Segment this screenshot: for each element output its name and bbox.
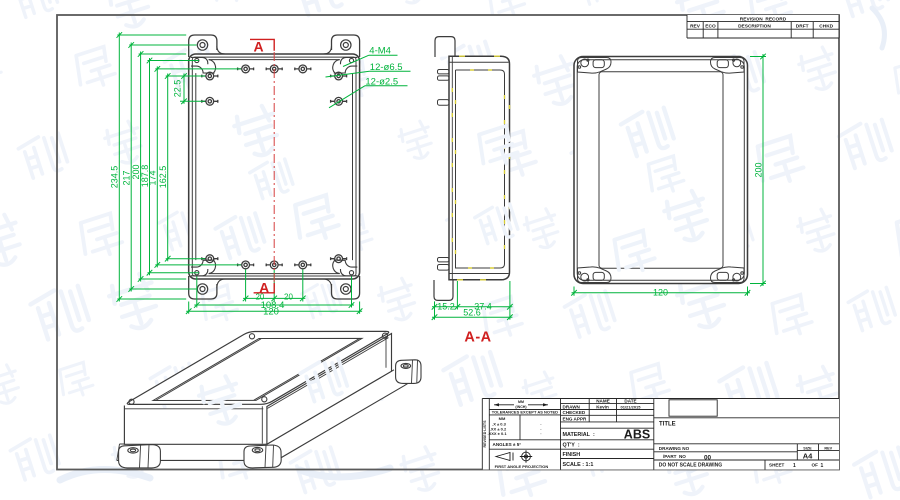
svg-text:(INCH): (INCH) [515,405,527,409]
svg-text:234.5: 234.5 [110,166,120,189]
svg-text:20: 20 [255,293,264,302]
svg-text:/PART NO: /PART NO [663,454,686,459]
svg-text:1: 1 [821,463,824,469]
svg-text:120: 120 [263,306,279,317]
svg-text:·: · [540,431,541,436]
svg-text:TOLERANCES EXCEPT AS NOTED: TOLERANCES EXCEPT AS NOTED [492,410,558,415]
svg-text:200: 200 [131,164,141,179]
svg-text:TITLE: TITLE [659,422,676,428]
svg-text:FIRST ANGLE PROJECTION: FIRST ANGLE PROJECTION [495,464,549,469]
svg-text:37.4: 37.4 [474,301,492,311]
svg-text:CHECKED: CHECKED [563,410,586,415]
svg-text:A4: A4 [803,452,813,461]
svg-text:108.4: 108.4 [261,300,285,311]
svg-text:FINISH: FINISH [563,452,581,458]
svg-text:·: · [540,422,541,427]
svg-text:DO NOT SCALE DRAWING: DO NOT SCALE DRAWING [659,463,722,469]
svg-text:QT'Y :: QT'Y : [563,442,580,448]
svg-text:ANGLES ± 5°: ANGLES ± 5° [493,442,522,447]
svg-text:Kevin: Kevin [596,404,609,409]
svg-text:MATERIAL :: MATERIAL : [563,432,595,438]
svg-text:MM: MM [518,400,524,404]
svg-text:CHKD: CHKD [819,24,833,30]
svg-text:120: 120 [653,288,668,298]
svg-text:ABS: ABS [624,428,650,442]
svg-text:A: A [259,280,269,296]
svg-text:A: A [254,38,264,54]
svg-text:4-M4: 4-M4 [369,46,391,57]
svg-text:DATE: DATE [624,399,636,404]
svg-text:SHEET: SHEET [769,463,785,468]
svg-text:00: 00 [704,454,712,461]
svg-text:REV: REV [824,447,832,451]
svg-text:174: 174 [148,170,158,185]
svg-text:REVISED LISTS: REVISED LISTS [483,420,487,448]
svg-text:DRAWN: DRAWN [563,404,581,409]
svg-text:15.2: 15.2 [437,301,455,311]
svg-text:12-ø6.5: 12-ø6.5 [370,62,403,73]
svg-text:DRAWING NO: DRAWING NO [659,446,690,451]
svg-text:NAME: NAME [596,399,610,404]
svg-text:.XXX ± 0.1: .XXX ± 0.1 [487,431,507,436]
svg-text:187.8: 187.8 [140,165,150,188]
svg-text:A-A: A-A [464,329,491,345]
svg-text:REVISION RECORD: REVISION RECORD [740,16,787,22]
svg-text:OF: OF [812,463,819,468]
svg-text:REV: REV [690,24,701,30]
svg-text:DESCRIPTION: DESCRIPTION [738,24,771,30]
svg-text:SIZE: SIZE [803,446,812,450]
svg-text:22.5: 22.5 [172,80,182,98]
svg-text:·: · [540,426,541,431]
svg-text:20: 20 [284,293,293,302]
svg-text:12-ø2.5: 12-ø2.5 [365,76,398,87]
svg-text:217: 217 [122,170,132,185]
svg-text:DRFT: DRFT [796,24,809,30]
svg-text:ECO: ECO [705,24,716,30]
svg-text:SCALE : 1:1: SCALE : 1:1 [563,462,594,468]
svg-text:MM: MM [499,416,506,421]
svg-text:1: 1 [793,463,796,469]
svg-text:52.6: 52.6 [463,308,481,318]
svg-text:ENG APPR: ENG APPR [563,417,588,422]
svg-text:.XX ± 0.2: .XX ± 0.2 [490,426,507,431]
svg-text:01/21/2015: 01/21/2015 [620,404,641,409]
svg-text:.X ± 0.3: .X ± 0.3 [492,422,507,427]
svg-text:200: 200 [753,162,763,177]
svg-text:162.5: 162.5 [158,166,168,189]
